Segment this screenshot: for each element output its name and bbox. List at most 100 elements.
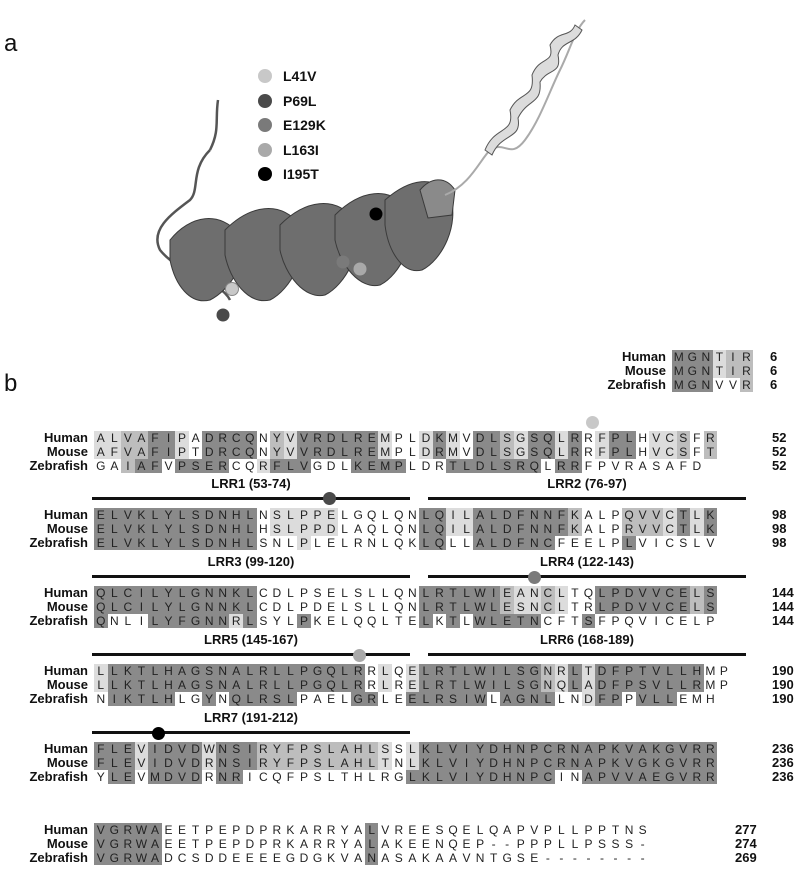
residue-cell: V bbox=[164, 459, 173, 474]
residue-cell: Q bbox=[94, 600, 108, 615]
legend-item: L41V bbox=[258, 64, 326, 89]
residue-cell: E bbox=[364, 445, 379, 460]
residue-cell: S bbox=[354, 600, 363, 615]
residue-cell: L bbox=[341, 614, 348, 629]
residue-cell: L bbox=[148, 614, 162, 629]
residue-cell: I bbox=[486, 586, 501, 600]
residue-cell: W bbox=[134, 823, 149, 837]
residue-cell: W bbox=[473, 692, 487, 707]
residue-cell: T bbox=[446, 600, 460, 615]
mutation-marker-icon bbox=[528, 571, 541, 584]
residue-cell: - bbox=[627, 851, 632, 866]
residue-cell: G bbox=[285, 851, 296, 866]
residue-cell: S bbox=[652, 459, 661, 474]
residue-cell: - bbox=[640, 851, 645, 866]
residue-cell: Q bbox=[432, 536, 447, 551]
residue-cell: C bbox=[662, 586, 677, 600]
residue-cell: L bbox=[364, 756, 379, 771]
residue-cell: V bbox=[121, 536, 135, 551]
residue-cell: L bbox=[243, 586, 257, 600]
residue-cell: F bbox=[148, 445, 162, 460]
residue-cell: K bbox=[421, 851, 430, 866]
residue-cell: F bbox=[557, 536, 566, 551]
residue-cell: A bbox=[584, 522, 593, 537]
residue-cell: V bbox=[676, 756, 691, 771]
residue-cell: W bbox=[473, 664, 487, 678]
residue-cell: L bbox=[662, 664, 677, 678]
residue-cell: K bbox=[608, 742, 623, 756]
residue-cell: L bbox=[486, 522, 501, 537]
lrr-bar bbox=[428, 653, 746, 656]
legend-item: P69L bbox=[258, 89, 326, 114]
residue-cell: T bbox=[635, 664, 650, 678]
residue-cell: K bbox=[419, 756, 433, 771]
residue-cell: L bbox=[693, 536, 701, 551]
residue-cell: L bbox=[662, 692, 677, 707]
residue-cell: P bbox=[394, 445, 403, 460]
residue-cell: L bbox=[459, 508, 474, 522]
residue-cell: P bbox=[608, 586, 623, 600]
residue-cell: L bbox=[690, 586, 704, 600]
residue-cell: I bbox=[446, 508, 460, 522]
legend-item: L163I bbox=[258, 138, 326, 163]
residue-cell: N bbox=[408, 522, 417, 537]
residue-cell: C bbox=[259, 770, 268, 785]
residue-cell: L bbox=[558, 837, 565, 852]
residue-cell: M bbox=[446, 445, 460, 460]
residue-cell: A bbox=[473, 536, 487, 551]
residue-cell: L bbox=[107, 431, 122, 445]
residue-cell: Q bbox=[243, 431, 257, 445]
residue-cell: I bbox=[107, 692, 122, 707]
residue-cell: P bbox=[297, 508, 311, 522]
residue-cell: P bbox=[297, 756, 311, 771]
residue-cell: T bbox=[611, 823, 620, 837]
residue-cell: P bbox=[299, 770, 308, 785]
residue-cell: L bbox=[568, 664, 582, 678]
residue-cell: P bbox=[719, 678, 728, 693]
residue-cell: S bbox=[513, 664, 528, 678]
residue-cell: - bbox=[572, 851, 577, 866]
residue-cell: L bbox=[327, 770, 335, 785]
residue-number: 52 bbox=[772, 430, 787, 445]
residue-cell: Y bbox=[161, 536, 176, 551]
residue-cell: M bbox=[446, 431, 460, 445]
species-label: Human bbox=[43, 507, 88, 522]
residue-cell: D bbox=[188, 742, 203, 756]
residue-cell: L bbox=[463, 536, 470, 551]
residue-cell: C bbox=[662, 600, 677, 615]
residue-cell: - bbox=[600, 851, 604, 866]
residue-cell: E bbox=[364, 459, 379, 474]
residue-cell: E bbox=[408, 837, 417, 852]
residue-cell: P bbox=[611, 614, 620, 629]
residue-cell: Q bbox=[394, 664, 404, 678]
residue-cell: D bbox=[188, 770, 203, 785]
residue-cell: D bbox=[161, 742, 176, 756]
residue-cell: L bbox=[107, 586, 122, 600]
residue-cell: N bbox=[272, 536, 282, 551]
residue-cell: G bbox=[353, 508, 363, 522]
residue-cell: E bbox=[121, 742, 135, 756]
residue-cell: N bbox=[215, 614, 230, 629]
residue-cell: L bbox=[270, 678, 284, 693]
residue-cell: N bbox=[408, 586, 417, 600]
mutation-marker-icon bbox=[323, 492, 336, 505]
legend-label: L163I bbox=[283, 141, 319, 158]
residue-cell: F bbox=[598, 614, 606, 629]
residue-cell: N bbox=[624, 823, 634, 837]
residue-cell: K bbox=[408, 536, 417, 551]
residue-cell: V bbox=[638, 536, 647, 551]
residue-cell: D bbox=[324, 431, 338, 445]
residue-cell: P bbox=[516, 837, 525, 852]
residue-cell: G bbox=[310, 678, 325, 693]
residue-number: 236 bbox=[772, 741, 794, 756]
mutation-marker-icon bbox=[586, 416, 599, 429]
residue-cell: D bbox=[202, 445, 216, 460]
species-label: Mouse bbox=[46, 521, 88, 537]
residue-cell: L bbox=[337, 445, 352, 460]
residue-cell: S bbox=[270, 522, 284, 537]
residue-cell: L bbox=[243, 508, 257, 522]
residue-cell: F bbox=[554, 522, 569, 537]
residue-cell: Q bbox=[94, 586, 108, 600]
